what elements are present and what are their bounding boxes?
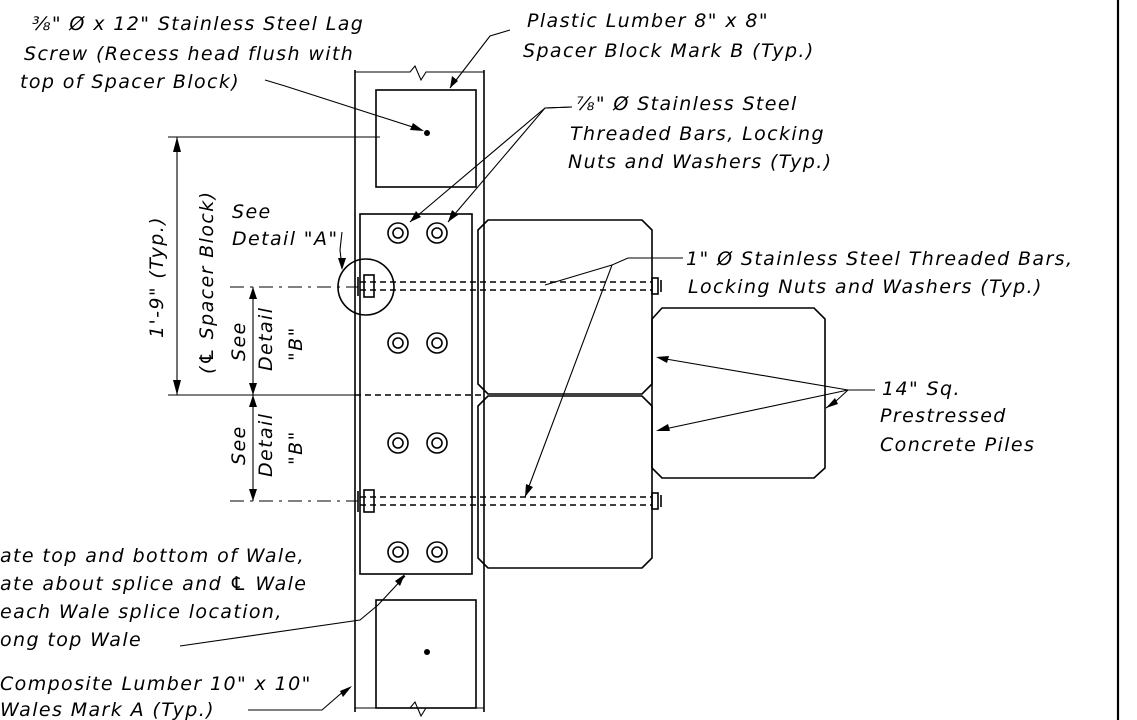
threaded-bar-lower [357, 489, 662, 513]
svg-text:See: See [228, 321, 250, 361]
svg-text:14" Sq.: 14" Sq. [882, 378, 961, 400]
dim-spacing-label: 1'-9" (Typ.) [146, 216, 168, 338]
svg-text:See: See [232, 201, 272, 223]
svg-text:Screw (Recess head flush with: Screw (Recess head flush with [24, 43, 354, 65]
break-line-bottom [355, 700, 484, 718]
bolt [387, 222, 409, 244]
spacer-block-bottom [375, 599, 477, 709]
dim-spacer-cl-label: (℄ Spacer Block) [196, 191, 218, 374]
wale-section [354, 64, 485, 718]
splice-plate [359, 213, 473, 575]
svg-text:"B": "B" [285, 430, 307, 465]
svg-text:Prestressed: Prestressed [880, 405, 1007, 427]
threaded-bar-upper [357, 274, 662, 298]
svg-text:each Wale splice location,: each Wale splice location, [0, 601, 283, 623]
bolt-group [387, 222, 448, 563]
lag-screw-dot-bottom [424, 649, 430, 655]
spacer-block-top [375, 89, 477, 188]
svg-text:ate top and bottom of Wale,: ate top and bottom of Wale, [0, 545, 305, 567]
svg-text:Wales Mark A (Typ.): Wales Mark A (Typ.) [0, 699, 215, 720]
leaders [179, 29, 875, 711]
svg-text:Spacer Block Mark B (Typ.): Spacer Block Mark B (Typ.) [523, 40, 815, 62]
svg-text:Nuts and Washers (Typ.): Nuts and Washers (Typ.) [568, 151, 833, 173]
note-detail-a: See Detail "A" [232, 201, 339, 250]
arrow [173, 137, 181, 152]
svg-text:1" Ø Stainless Steel Threaded: 1" Ø Stainless Steel Threaded Bars, [686, 248, 1073, 270]
svg-text:Detail: Detail [255, 307, 277, 371]
detail-b-upper-label: See Detail "B" [228, 307, 307, 371]
bolt [426, 222, 448, 244]
break-line-top [355, 64, 484, 82]
pile-offset [651, 307, 826, 479]
svg-text:⅞" Ø Stainless Steel: ⅞" Ø Stainless Steel [576, 93, 798, 115]
svg-text:See: See [228, 425, 250, 465]
svg-text:ong top Wale: ong top Wale [0, 629, 142, 651]
pile-upper [477, 219, 653, 395]
note-piles: 14" Sq. Prestressed Concrete Piles [880, 378, 1035, 456]
bolt [387, 541, 409, 563]
bolt [387, 332, 409, 354]
svg-text:"B": "B" [285, 326, 307, 361]
svg-text:Detail "A": Detail "A" [232, 228, 339, 250]
note-lag-screw: ⅜" Ø x 12" Stainless Steel Lag Screw (Re… [20, 13, 364, 93]
arrow [173, 380, 181, 395]
bolt [426, 541, 448, 563]
bolt [426, 432, 448, 454]
svg-text:Composite Lumber 10" x 10": Composite Lumber 10" x 10" [0, 673, 312, 695]
svg-text:Plastic Lumber 8" x 8": Plastic Lumber 8" x 8" [527, 10, 769, 32]
note-spacer-block: Plastic Lumber 8" x 8" Spacer Block Mark… [523, 10, 815, 62]
svg-text:top of Spacer Block): top of Spacer Block) [20, 71, 240, 93]
svg-text:Detail: Detail [255, 413, 277, 477]
svg-text:Locking Nuts and Washers (Typ.: Locking Nuts and Washers (Typ.) [688, 276, 1043, 298]
detail-b-lower-label: See Detail "B" [228, 413, 307, 477]
lag-screw-dot [424, 130, 430, 136]
note-splice: ate top and bottom of Wale, ate about sp… [0, 545, 307, 651]
note-threaded-bars-78: ⅞" Ø Stainless Steel Threaded Bars, Lock… [568, 93, 833, 173]
note-threaded-bars-1: 1" Ø Stainless Steel Threaded Bars, Lock… [686, 248, 1073, 298]
bolt [387, 432, 409, 454]
note-wales: Composite Lumber 10" x 10" Wales Mark A … [0, 673, 312, 720]
svg-text:ate about splice and ℄ Wale: ate about splice and ℄ Wale [0, 573, 307, 595]
svg-text:Threaded Bars, Locking: Threaded Bars, Locking [570, 123, 825, 145]
pile-lower [477, 395, 653, 569]
bolt [426, 332, 448, 354]
svg-text:⅜" Ø x 12" Stainless Steel Lag: ⅜" Ø x 12" Stainless Steel Lag [32, 13, 364, 35]
svg-text:Concrete Piles: Concrete Piles [880, 434, 1035, 456]
